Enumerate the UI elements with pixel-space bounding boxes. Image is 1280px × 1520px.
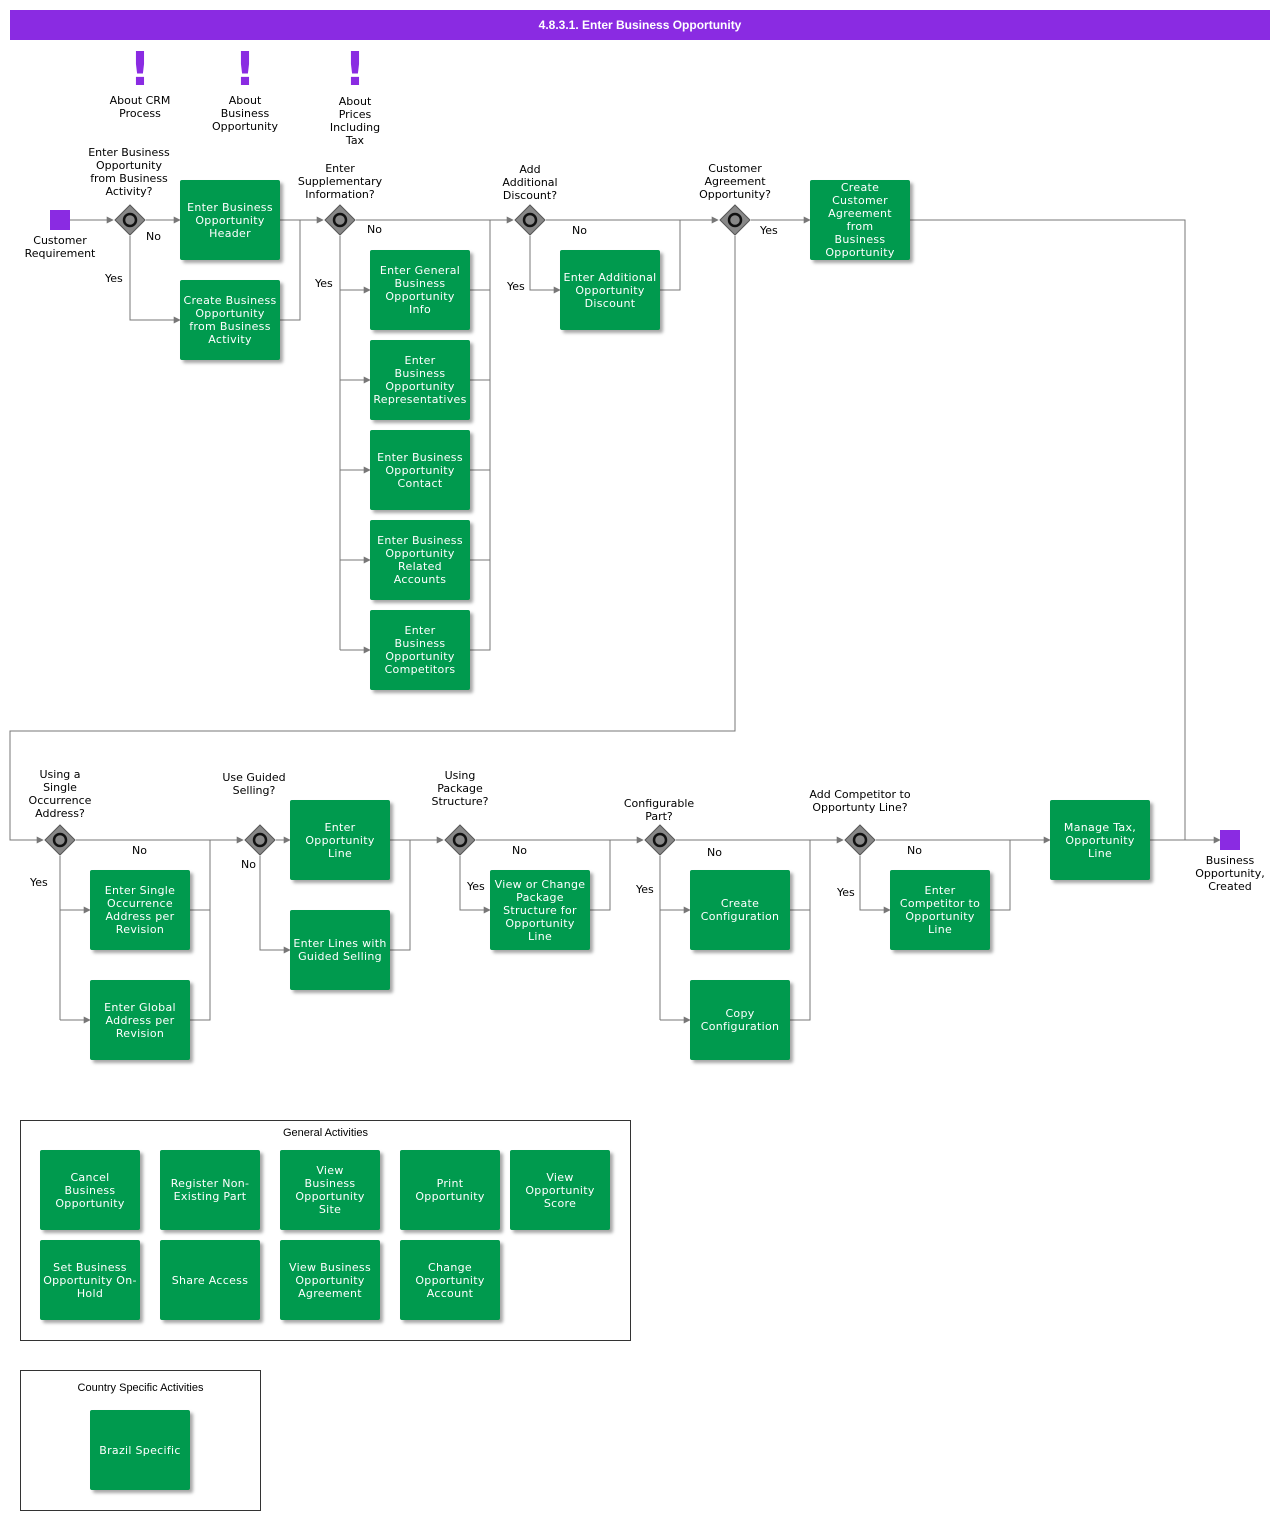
gateway-discount bbox=[514, 204, 546, 236]
activity-copy-configuration[interactable]: Copy Configuration bbox=[690, 980, 790, 1060]
activity-additional-discount[interactable]: Enter Additional Opportunity Discount bbox=[560, 250, 660, 330]
activity-manage-tax[interactable]: Manage Tax, Opportunity Line bbox=[1050, 800, 1150, 880]
branch-no: No bbox=[512, 844, 527, 857]
branch-no: No bbox=[146, 230, 161, 243]
general-activity[interactable]: View Opportunity Score bbox=[510, 1150, 610, 1230]
gateway-guided-selling bbox=[244, 824, 276, 856]
activity-package-structure[interactable]: View or Change Package Structure for Opp… bbox=[490, 870, 590, 950]
activity-single-address[interactable]: Enter Single Occurrence Address per Revi… bbox=[90, 870, 190, 950]
gateway-label: Enter Supplementary Information? bbox=[297, 162, 383, 201]
branch-no: No bbox=[572, 224, 587, 237]
branch-no: No bbox=[907, 844, 922, 857]
general-activity[interactable]: Change Opportunity Account bbox=[400, 1240, 500, 1320]
branch-yes: Yes bbox=[315, 277, 333, 290]
start-event-label: Customer Requirement bbox=[24, 234, 96, 260]
branch-yes: Yes bbox=[837, 886, 855, 899]
activity-competitors[interactable]: Enter Business Opportunity Competitors bbox=[370, 610, 470, 690]
country-activities-title: Country Specific Activities bbox=[77, 1382, 204, 1394]
gateway-agreement bbox=[719, 204, 751, 236]
note-prices-including-tax[interactable]: About Prices Including Tax bbox=[329, 95, 381, 147]
branch-yes: Yes bbox=[636, 883, 654, 896]
activity-create-configuration[interactable]: Create Configuration bbox=[690, 870, 790, 950]
gateway-label: Add Additional Discount? bbox=[502, 163, 558, 202]
general-activity[interactable]: Cancel Business Opportunity bbox=[40, 1150, 140, 1230]
note-exclamation-icon: ! bbox=[344, 42, 366, 96]
general-activity[interactable]: Set Business Opportunity On- Hold bbox=[40, 1240, 140, 1320]
general-activity[interactable]: Register Non- Existing Part bbox=[160, 1150, 260, 1230]
activity-customer-agreement[interactable]: Create Customer Agreement from Business … bbox=[810, 180, 910, 260]
note-crm-process[interactable]: About CRM Process bbox=[109, 94, 171, 120]
general-activity[interactable]: Print Opportunity bbox=[400, 1150, 500, 1230]
activity-representatives[interactable]: Enter Business Opportunity Representativ… bbox=[370, 340, 470, 420]
activity-opportunity-line[interactable]: Enter Opportunity Line bbox=[290, 800, 390, 880]
end-event-label: Business Opportunity, Created bbox=[1195, 854, 1265, 893]
branch-yes: Yes bbox=[467, 880, 485, 893]
gateway-label: Use Guided Selling? bbox=[222, 771, 286, 797]
gateway-label: Using Package Structure? bbox=[431, 769, 489, 808]
gateway-supplementary bbox=[324, 204, 356, 236]
diagram-title: 4.8.3.1. Enter Business Opportunity bbox=[10, 10, 1270, 40]
gateway-label: Configurable Part? bbox=[623, 797, 695, 823]
note-exclamation-icon: ! bbox=[234, 42, 256, 96]
end-event bbox=[1220, 830, 1240, 850]
activity-general-info[interactable]: Enter General Business Opportunity Info bbox=[370, 250, 470, 330]
general-activity[interactable]: View Business Opportunity Agreement bbox=[280, 1240, 380, 1320]
branch-no: No bbox=[707, 846, 722, 859]
activity-competitor-line[interactable]: Enter Competitor to Opportunity Line bbox=[890, 870, 990, 950]
gateway-label: Customer Agreement Opportunity? bbox=[699, 162, 771, 201]
note-exclamation-icon: ! bbox=[129, 42, 151, 96]
activity-create-from-activity[interactable]: Create Business Opportunity from Busines… bbox=[180, 280, 280, 360]
activity-related-accounts[interactable]: Enter Business Opportunity Related Accou… bbox=[370, 520, 470, 600]
branch-yes: Yes bbox=[30, 876, 48, 889]
branch-yes: Yes bbox=[760, 224, 778, 237]
gateway-package bbox=[444, 824, 476, 856]
branch-no: No bbox=[241, 858, 256, 871]
activity-enter-header[interactable]: Enter Business Opportunity Header bbox=[180, 180, 280, 260]
activity-contact[interactable]: Enter Business Opportunity Contact bbox=[370, 430, 470, 510]
gateway-competitor bbox=[844, 824, 876, 856]
gateway-configurable bbox=[644, 824, 676, 856]
gateway-label: Enter Business Opportunity from Business… bbox=[88, 146, 170, 198]
activity-guided-selling[interactable]: Enter Lines with Guided Selling bbox=[290, 910, 390, 990]
gateway-label: Add Competitor to Opportunty Line? bbox=[809, 788, 911, 814]
branch-yes: Yes bbox=[105, 272, 123, 285]
general-activity[interactable]: View Business Opportunity Site bbox=[280, 1150, 380, 1230]
gateway-single-address bbox=[44, 824, 76, 856]
activity-global-address[interactable]: Enter Global Address per Revision bbox=[90, 980, 190, 1060]
branch-no: No bbox=[132, 844, 147, 857]
general-activity[interactable]: Share Access bbox=[160, 1240, 260, 1320]
gateway-label: Using a Single Occurrence Address? bbox=[28, 768, 92, 820]
start-event bbox=[50, 210, 70, 230]
note-business-opportunity[interactable]: About Business Opportunity bbox=[211, 94, 278, 133]
branch-yes: Yes bbox=[507, 280, 525, 293]
general-activities-title: General Activities bbox=[283, 1127, 368, 1139]
country-activity[interactable]: Brazil Specific bbox=[90, 1410, 190, 1490]
gateway-from-activity bbox=[114, 204, 146, 236]
branch-no: No bbox=[367, 223, 382, 236]
